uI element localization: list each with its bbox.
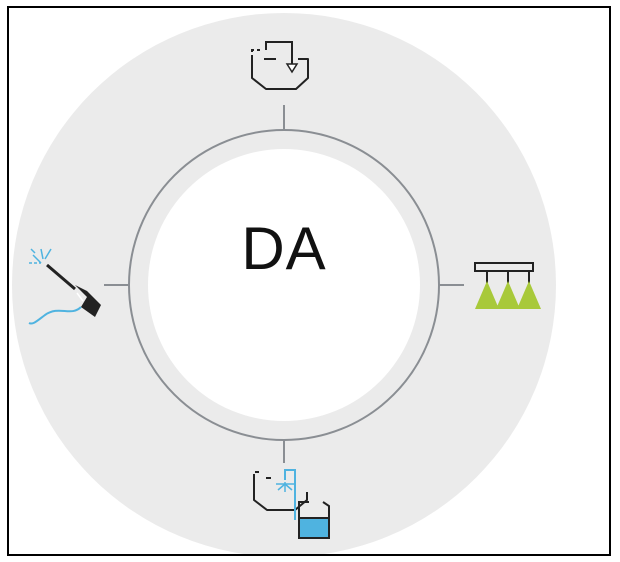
mode-dial [12, 13, 556, 554]
spray-mode-button[interactable] [467, 259, 547, 315]
fill-mode-button[interactable] [246, 36, 316, 98]
tank-fill-icon [251, 41, 309, 90]
center-disc [148, 149, 420, 421]
tank-rinse-icon [253, 469, 330, 539]
boom-spray-icon [474, 262, 541, 309]
rinse-mode-button[interactable] [249, 462, 331, 542]
pressure-washer-icon [28, 248, 101, 325]
center-label: DA [241, 214, 327, 282]
dial-panel: DA [7, 6, 611, 556]
wash-mode-button[interactable] [21, 235, 105, 327]
